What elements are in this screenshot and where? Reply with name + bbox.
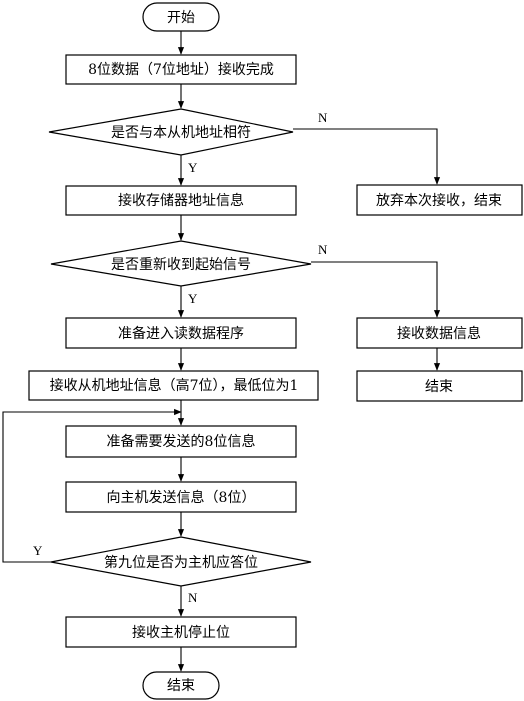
step-receive-8bit: 8位数据（7位地址）接收完成: [65, 54, 297, 85]
step-prepare-read-label: 准备进入读数据程序: [118, 325, 244, 342]
edge-decision3-yes-loop: [2, 408, 182, 563]
decision-restart-label: 是否重新收到起始信号: [111, 257, 251, 273]
step-receive-memory-address: 接收存储器地址信息: [65, 185, 297, 216]
start-terminal: 开始: [142, 2, 220, 32]
label-no-3: N: [188, 590, 198, 605]
step-prepare-send-label: 准备需要发送的8位信息: [107, 433, 256, 450]
edge-decision1-no: [293, 128, 441, 185]
step-prepare-read: 准备进入读数据程序: [65, 317, 297, 349]
label-no-2: N: [318, 242, 328, 257]
label-yes-2: Y: [188, 291, 198, 306]
label-yes-1: Y: [188, 160, 198, 175]
start-label: 开始: [167, 10, 195, 26]
step-receive-stop: 接收主机停止位: [65, 616, 297, 648]
decision-address-match: 是否与本从机地址相符: [48, 108, 294, 156]
step-abandon-label: 放弃本次接收，结束: [376, 192, 502, 209]
end-terminal: 结束: [142, 671, 220, 700]
label-no-1: N: [318, 110, 328, 125]
step-receive-stop-label: 接收主机停止位: [132, 624, 230, 641]
step-send-to-master: 向主机发送信息（8位）: [65, 481, 297, 513]
decision-address-match-label: 是否与本从机地址相符: [111, 125, 251, 141]
end-right: 结束: [356, 370, 523, 402]
step-abandon: 放弃本次接收，结束: [356, 184, 523, 216]
step-receive-slave-address: 接收从机地址信息（高7位），最低位为1: [28, 370, 319, 401]
step-receive-8bit-label: 8位数据（7位地址）接收完成: [88, 61, 274, 78]
step-receive-memory-address-label: 接收存储器地址信息: [118, 192, 244, 209]
end-right-label: 结束: [425, 379, 453, 395]
connectors: [2, 31, 441, 672]
step-receive-data: 接收数据信息: [356, 317, 523, 349]
decision-restart: 是否重新收到起始信号: [50, 240, 312, 287]
step-receive-slave-address-label: 接收从机地址信息（高7位），最低位为1: [50, 377, 299, 394]
step-receive-data-label: 接收数据信息: [397, 325, 481, 342]
label-yes-3: Y: [33, 543, 43, 558]
decision-ninth-bit: 第九位是否为主机应答位: [50, 536, 312, 587]
edge-decision2-no: [311, 261, 441, 318]
end-label: 结束: [167, 678, 195, 694]
step-send-to-master-label: 向主机发送信息（8位）: [107, 489, 256, 506]
step-prepare-send: 准备需要发送的8位信息: [65, 425, 297, 458]
decision-ninth-bit-label: 第九位是否为主机应答位: [104, 554, 258, 571]
